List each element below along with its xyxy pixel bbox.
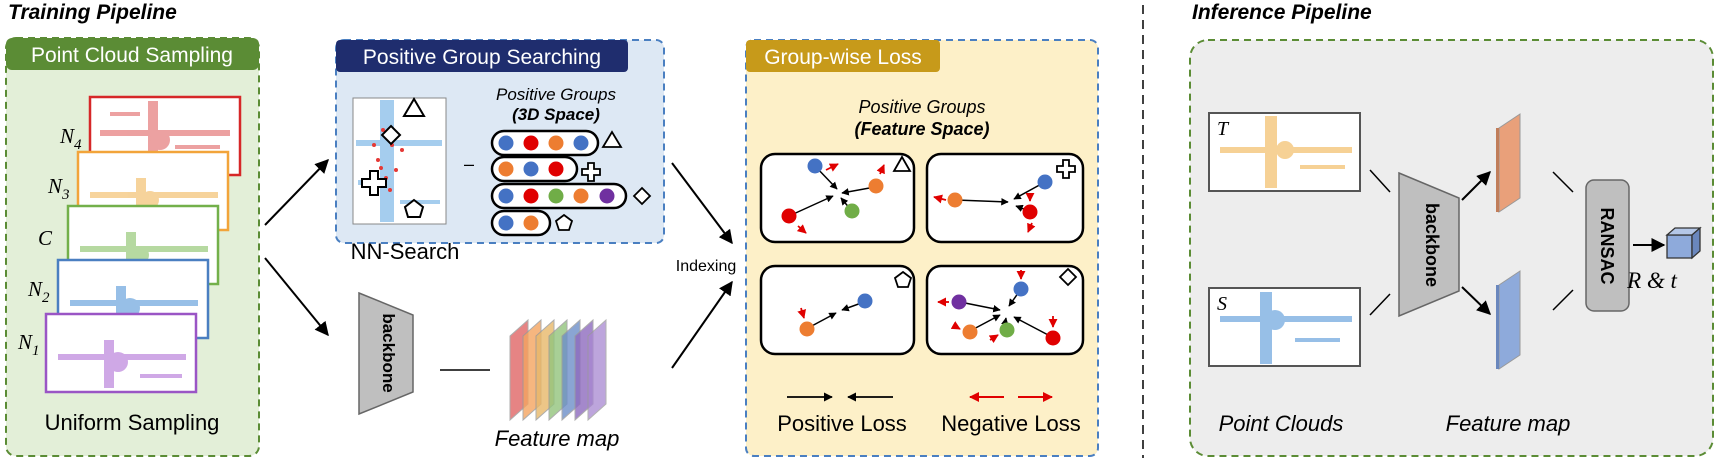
cross-icon [361,170,387,196]
search-groups-title: Positive Groups [496,85,616,104]
feature-map-target [1496,113,1521,213]
arrow-feature-to-loss [671,280,733,369]
inference-panel: T S backbone RANSAC [1189,39,1714,457]
source-label: S [1217,293,1227,315]
search-panel: Positive Group Searching NN-Search – Pos… [335,39,665,264]
sampling-header-bg [6,38,259,70]
training-feature-map [509,318,607,422]
point-clouds-label: Point Clouds [1219,411,1344,436]
inference-title: Inference Pipeline [1192,1,1372,24]
frame-n4 [88,95,242,177]
negative-loss-label: Negative Loss [941,411,1080,436]
sampling-footer: Uniform Sampling [45,410,220,435]
search-header-bg [336,40,628,72]
loss-box-1 [759,152,916,244]
label-n1: N1 [17,330,40,359]
diamond-icon [380,124,402,146]
loss-groups-title: Positive Groups [858,97,985,117]
pentagon-icon [893,270,913,288]
label-c: C [38,226,53,250]
ransac-label: RANSAC [1597,207,1617,284]
positive-loss-label: Positive Loss [777,411,907,436]
loss-groups-subtitle: (Feature Space) [854,119,989,139]
inference-backbone: backbone [1398,171,1460,318]
sampling-panel: Point Cloud Sampling [5,37,260,457]
training-backbone: backbone [358,291,414,416]
loss-panel: Group-wise Loss Positive Groups (Feature… [745,39,1099,457]
negative-loss-legend: Negative Loss [941,392,1081,436]
loss-header-bg [746,40,940,72]
training-feature-map-label: Feature map [495,426,620,451]
nn-search-label: NN-Search [351,239,460,264]
group-row-3 [490,182,652,210]
arrow-to-backbone [264,257,329,337]
label-n3: N3 [47,174,70,203]
label-n4: N4 [59,124,82,153]
group-row-2 [490,155,601,183]
cross-icon [1056,159,1076,179]
output-cube-icon [1665,226,1702,260]
frame-n1 [44,312,198,394]
loss-box-4 [925,264,1085,356]
nn-search-cloud [352,97,447,225]
pentagon-icon [403,198,425,218]
sampling-header: Point Cloud Sampling [31,44,233,67]
triangle-icon [601,130,623,148]
search-groups-subtitle: (3D Space) [512,105,600,124]
source-cloud [1208,287,1361,367]
arrow-to-search [264,158,329,226]
feature-map-source [1496,270,1521,370]
search-header: Positive Group Searching [363,46,601,69]
training-title: Training Pipeline [8,1,177,24]
cross-icon [581,162,601,182]
arrow-search-to-loss [671,162,733,245]
training-backbone-label: backbone [379,313,398,392]
positive-loss-legend: Positive Loss [777,392,907,436]
triangle-icon [892,155,912,172]
group-row-1 [490,129,623,157]
diamond-icon [632,186,652,206]
label-n2: N2 [27,277,50,306]
group-row-4 [490,209,574,237]
loss-header: Group-wise Loss [764,46,922,69]
diamond-icon [1058,267,1078,287]
target-label: T [1217,118,1230,140]
inference-backbone-label: backbone [1422,203,1442,287]
ransac-block: RANSAC [1585,179,1630,312]
loss-box-3 [759,264,916,356]
search-dash: – [464,154,474,174]
indexing-label: Indexing [676,258,737,275]
triangle-icon [402,97,426,117]
pentagon-icon [554,213,574,231]
inference-feature-map-label: Feature map [1446,411,1571,436]
output-label: R & t [1626,268,1677,293]
loss-box-2 [925,152,1085,244]
